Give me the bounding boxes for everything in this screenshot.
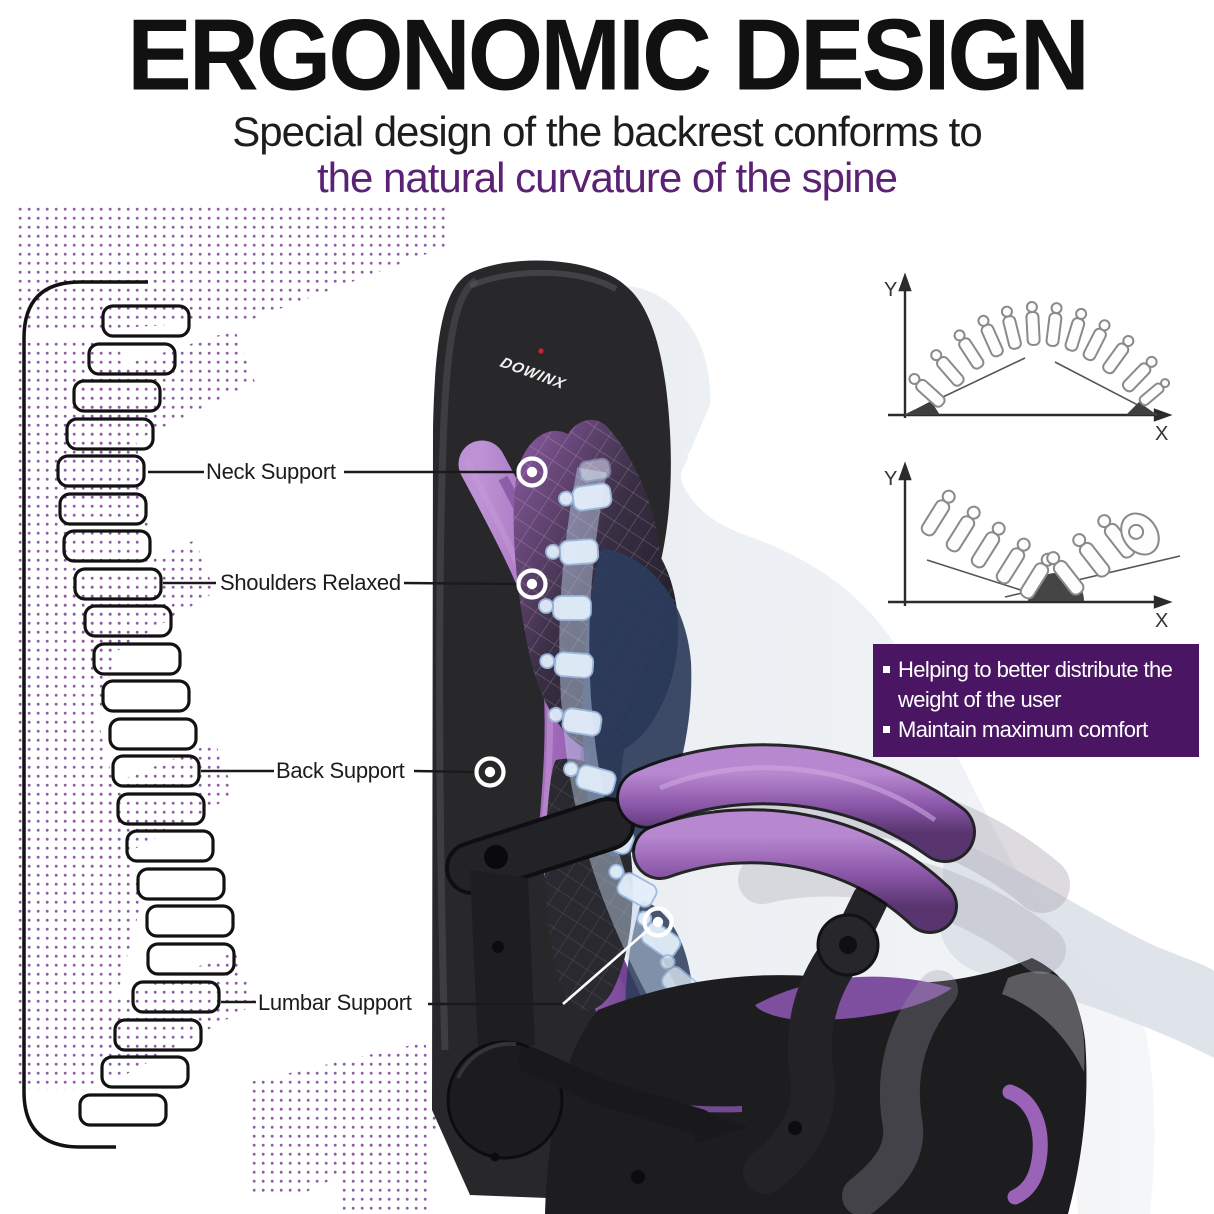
benefits-info-box: Helping to better distribute the weight … (873, 644, 1199, 757)
back-target-ring (474, 756, 506, 788)
back-callout-line (201, 769, 477, 774)
bullet-square-icon (883, 726, 890, 733)
graph-top-y-label: Y (884, 279, 897, 301)
callout-label-shoulders-relaxed: Shoulders Relaxed (220, 570, 401, 595)
benefit-text: Maintain maximum comfort (898, 717, 1148, 742)
shoulders-callout-line (163, 581, 519, 586)
page-title: ERGONOMIC DESIGN (127, 0, 1090, 112)
graph-top-x-label: X (1155, 423, 1168, 445)
callout-label-neck-support: Neck Support (206, 459, 336, 484)
spine-bracket (22, 280, 148, 1149)
graph-bottom-y-label: Y (884, 468, 897, 490)
halftone-dots (15, 206, 448, 1214)
benefit-text: Helping to better distribute the weight … (898, 657, 1173, 712)
benefit-item: Helping to better distribute the weight … (883, 655, 1191, 715)
subtitle-line1: Special design of the backrest conforms … (232, 108, 982, 155)
lumbar-target-ring (642, 906, 674, 938)
posture-graph-top: Y X (884, 272, 1173, 445)
callout-label-lumbar-support: Lumbar Support (258, 990, 412, 1015)
page-header: ERGONOMIC DESIGN Special design of the b… (0, 0, 1214, 201)
vertebrae-column (56, 304, 236, 1127)
subtitle-line2: the natural curvature of the spine (316, 154, 898, 202)
armrest (616, 743, 1070, 1214)
callout-lines (148, 470, 651, 1006)
callout-rings (474, 456, 674, 938)
neck-target-ring (516, 456, 548, 488)
logo-red-dot (538, 348, 544, 354)
posture-graph-bottom: Y X (884, 461, 1181, 632)
spine-diagram (22, 280, 236, 1149)
callout-label-back-support: Back Support (276, 758, 405, 783)
recline-mechanism (445, 797, 748, 1184)
graph-bottom-x-label: X (1155, 610, 1168, 632)
shoulders-target-ring (516, 568, 548, 600)
benefit-item: Maintain maximum comfort (883, 715, 1191, 745)
bullet-square-icon (883, 666, 890, 673)
